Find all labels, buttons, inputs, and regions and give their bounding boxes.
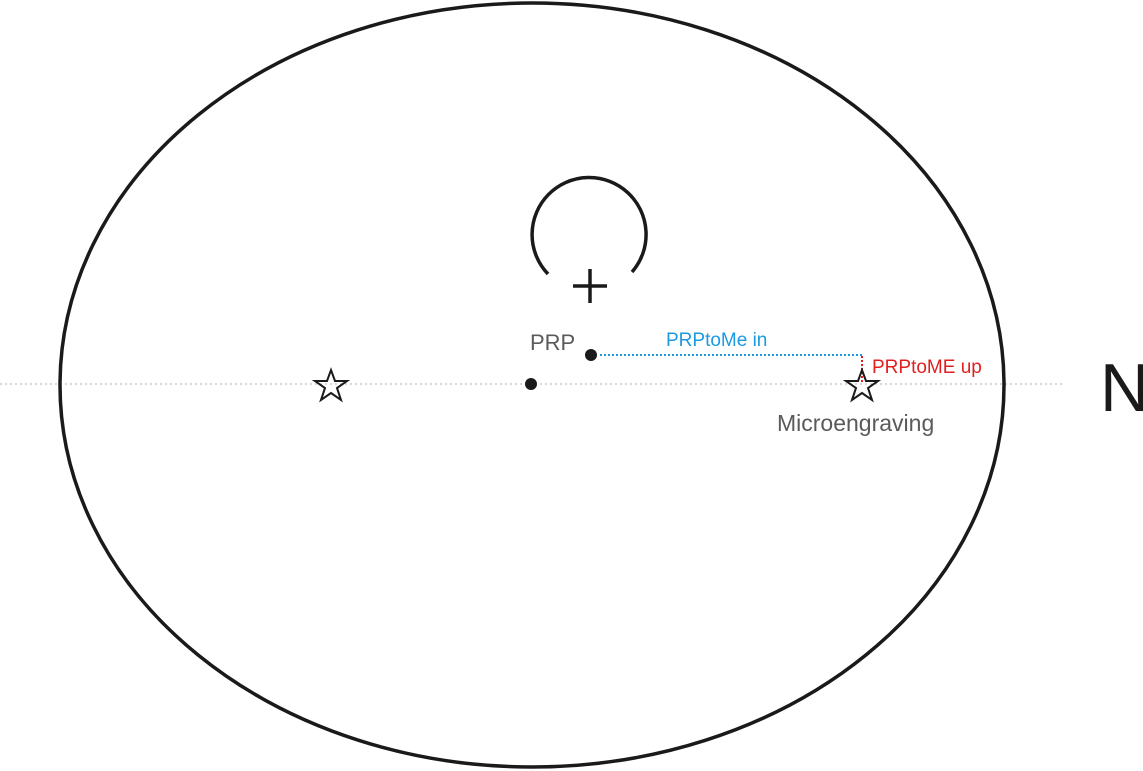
center-dot — [525, 378, 537, 390]
north-label: N — [1100, 350, 1143, 426]
open-circle-arc — [530, 175, 648, 276]
prp-to-me-in-label: PRPtoMe in — [666, 330, 767, 351]
lens-outline — [58, 1, 1006, 769]
plus-icon — [573, 269, 607, 303]
star-icon-right — [842, 367, 882, 403]
star-icon-left — [311, 367, 351, 403]
prp-dot — [585, 349, 597, 361]
microengraving-label: Microengraving — [777, 410, 934, 436]
prp-to-me-up-label: PRPtoME up — [872, 357, 982, 378]
prp-label: PRP — [530, 330, 575, 355]
